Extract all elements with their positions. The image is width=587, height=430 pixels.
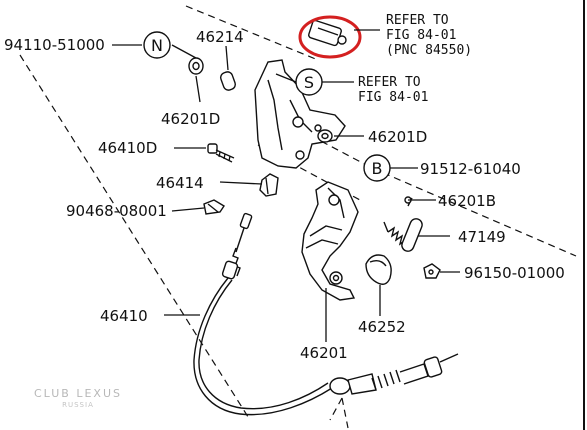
label-91512-61040: 91512-61040 xyxy=(420,160,521,178)
label-47149: 47149 xyxy=(458,228,506,246)
retainer-clip-drawing xyxy=(203,199,225,215)
label-46410d: 46410D xyxy=(98,139,157,157)
label-94110-51000: 94110-51000 xyxy=(4,36,105,54)
callout-s-letter: S xyxy=(304,73,314,92)
ref2-line2: FIG 84-01 xyxy=(358,90,428,105)
label-46214: 46214 xyxy=(196,28,244,46)
callout-b-letter: B xyxy=(372,159,383,178)
callout-s: S xyxy=(295,68,323,96)
label-46414: 46414 xyxy=(156,174,204,192)
brake-cable-drawing xyxy=(193,212,459,416)
leader-lines xyxy=(112,29,460,342)
ref1-line1: REFER TO xyxy=(386,13,449,28)
label-90468-08001: 90468-08001 xyxy=(66,202,167,220)
label-46201: 46201 xyxy=(300,344,348,362)
callout-b: B xyxy=(363,154,391,182)
label-46201d-right: 46201D xyxy=(368,128,427,146)
ref1-line3: (PNC 84550) xyxy=(386,43,472,58)
label-46252: 46252 xyxy=(358,318,406,336)
pin-drawing xyxy=(401,218,423,252)
highlight-ring xyxy=(298,15,362,59)
clip-drawing xyxy=(259,173,279,197)
ref2-line1: REFER TO xyxy=(358,75,421,90)
label-96150-01000: 96150-01000 xyxy=(464,264,565,282)
callout-n-letter: N xyxy=(151,36,163,55)
ref1-line2: FIG 84-01 xyxy=(386,28,456,43)
pad-drawing xyxy=(365,254,392,285)
pedal-lever-drawing xyxy=(301,181,359,301)
label-46410: 46410 xyxy=(100,307,148,325)
watermark: CLUB LEXUS RUSSIA xyxy=(34,387,122,409)
reference-note-1: REFER TO FIG 84-01 (PNC 84550) xyxy=(386,13,472,58)
watermark-line1: CLUB LEXUS xyxy=(34,387,122,400)
label-46201d-left: 46201D xyxy=(161,110,220,128)
reference-note-2: REFER TO FIG 84-01 xyxy=(358,75,428,105)
label-46201b: 46201B xyxy=(438,192,496,210)
bolt-drawing xyxy=(207,143,235,163)
cable-clip-drawing xyxy=(423,263,441,279)
callout-n: N xyxy=(143,31,171,59)
switch-part-drawing xyxy=(308,19,347,47)
watermark-line2: RUSSIA xyxy=(62,401,94,409)
